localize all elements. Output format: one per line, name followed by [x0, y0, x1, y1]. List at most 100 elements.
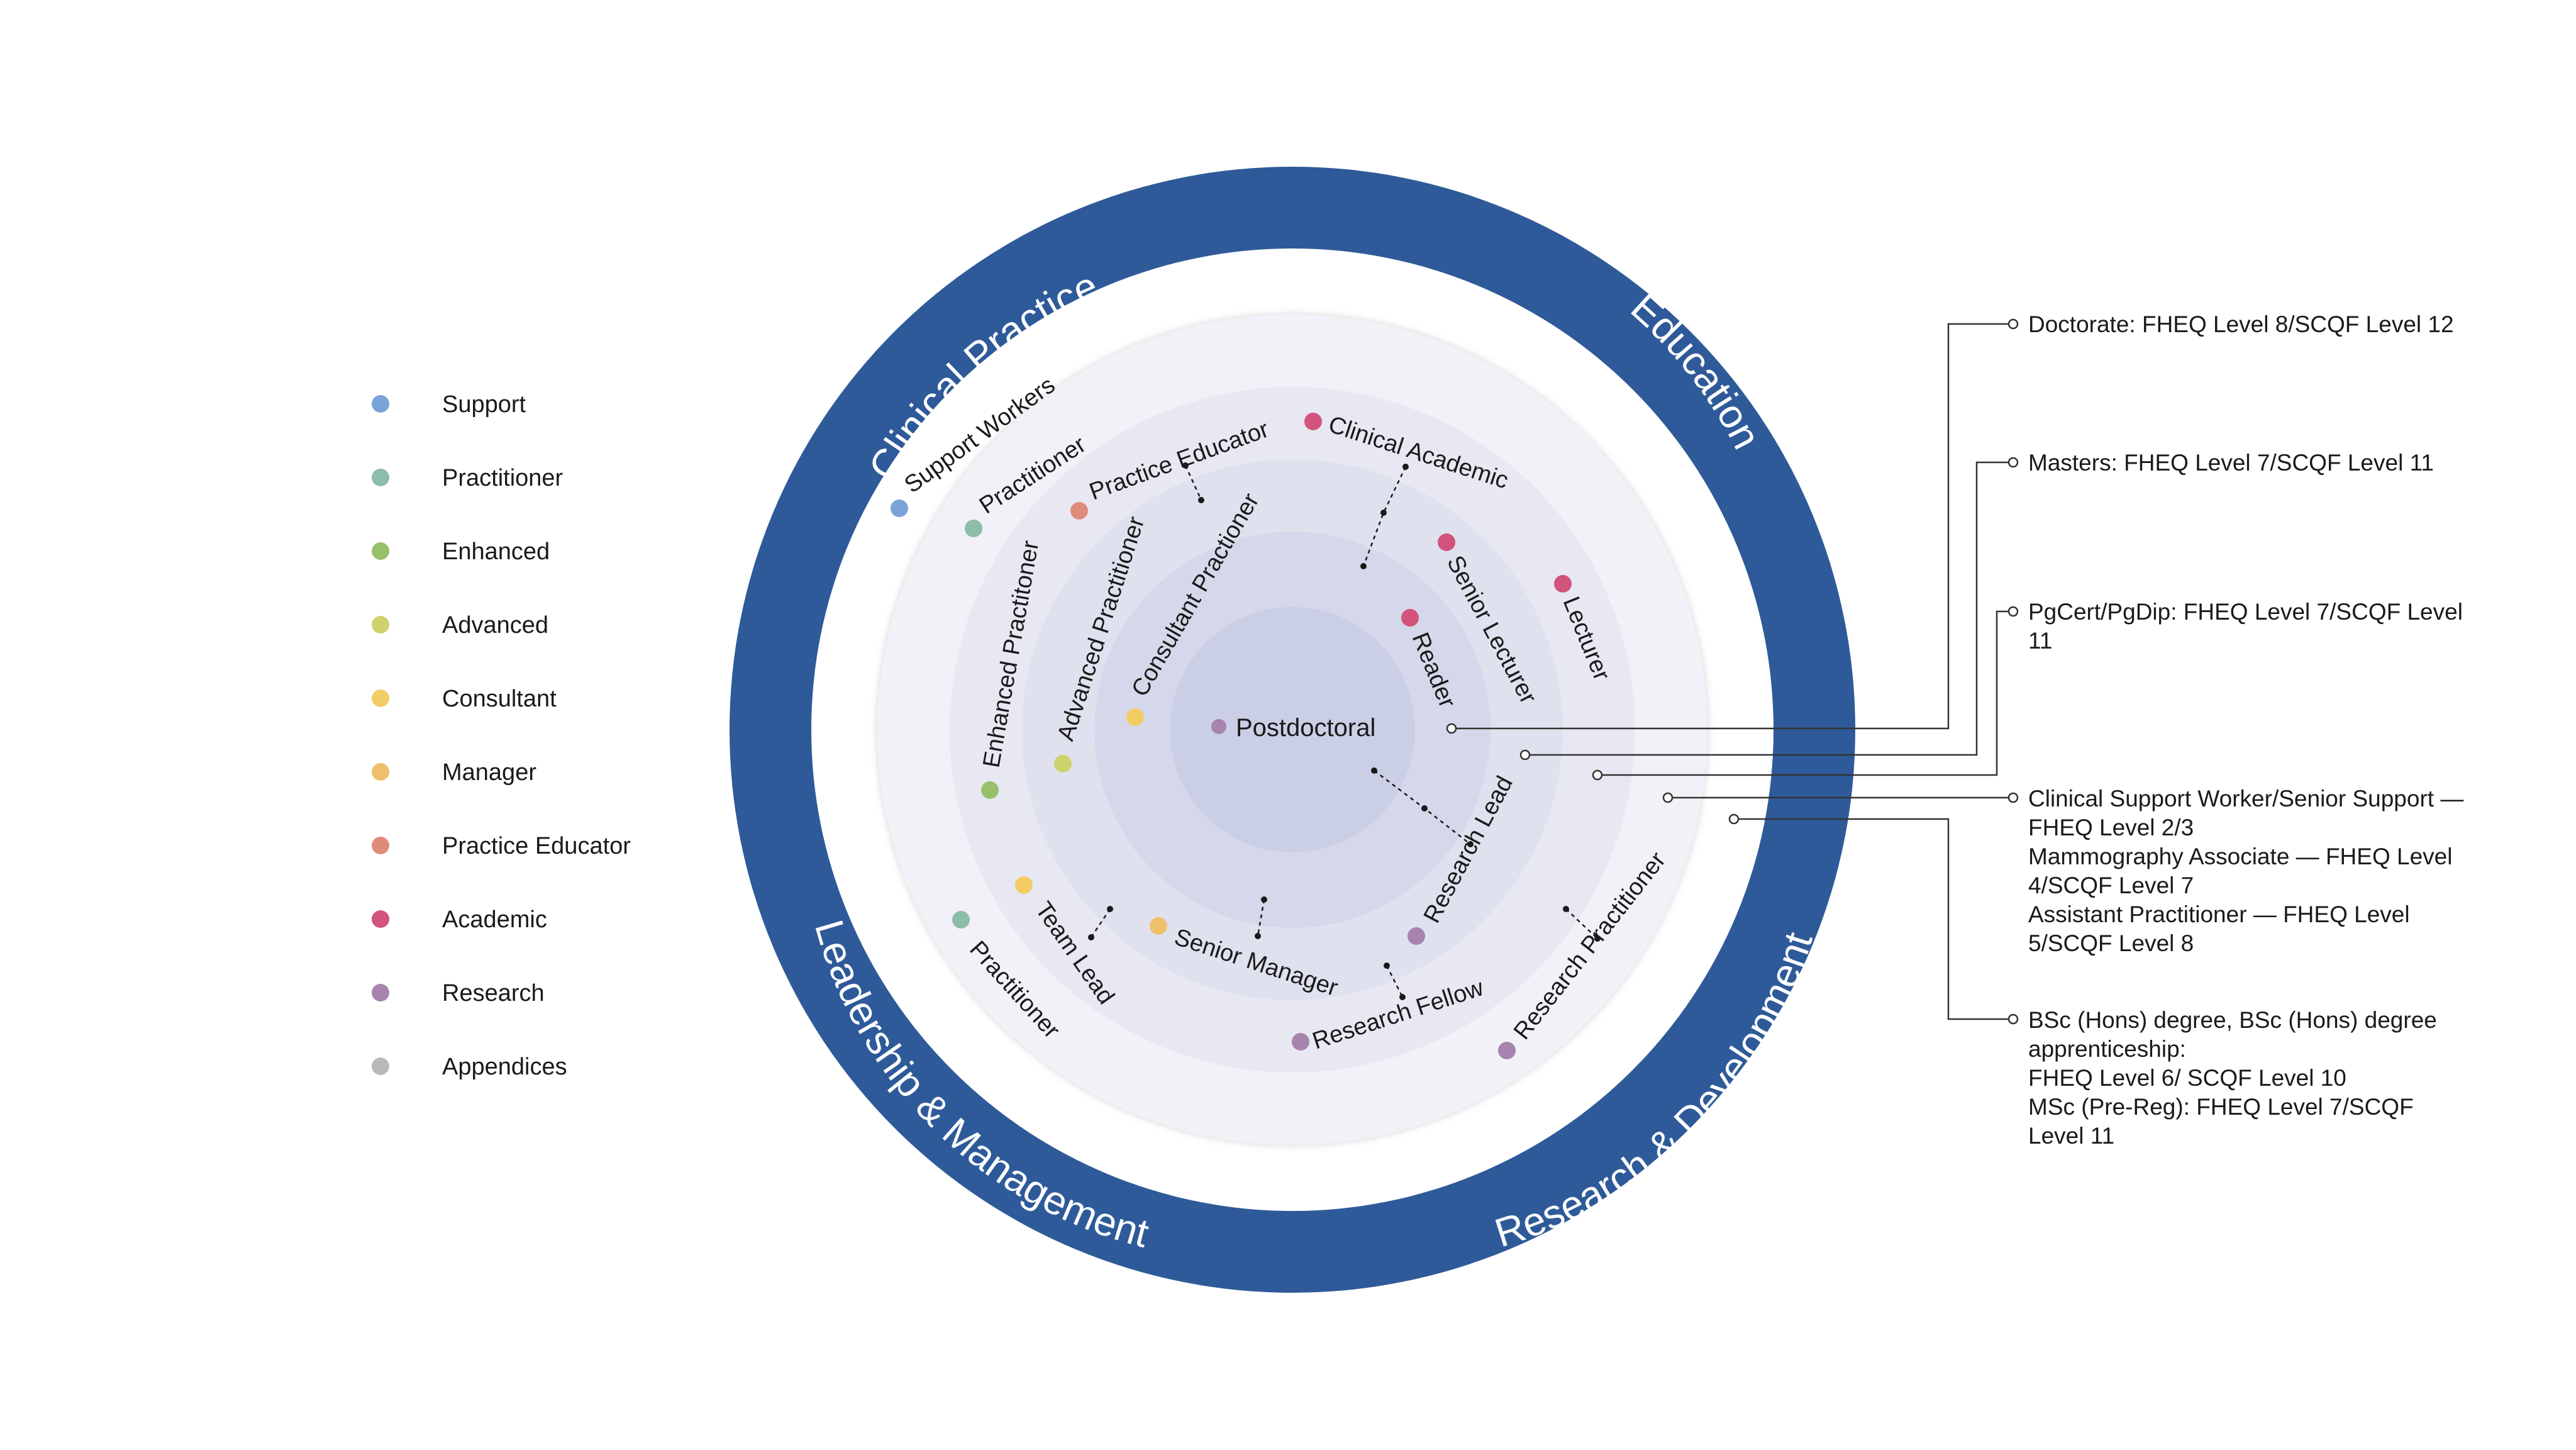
- leader-endpoint: [1446, 723, 1457, 734]
- leader-endpoint: [2007, 457, 2019, 468]
- connector-node: [1360, 563, 1367, 569]
- legend-dot-practitioner: [372, 469, 389, 486]
- qualification-line: 4/SCQF Level 7: [2028, 873, 2194, 898]
- legend-dot-research: [372, 984, 389, 1001]
- center-label: Postdoctoral: [1236, 714, 1375, 742]
- leader-endpoint: [1519, 749, 1531, 761]
- legend-dot-academic: [372, 910, 389, 928]
- qualification-line: Mammography Associate — FHEQ Level: [2028, 844, 2452, 869]
- connector-node: [1563, 906, 1569, 912]
- role-dot: [1126, 708, 1144, 726]
- role-dot: [1407, 927, 1425, 945]
- role-dot: [1070, 502, 1088, 520]
- connector-node: [1384, 962, 1390, 969]
- leader-line-doctorate: [1452, 323, 2009, 730]
- qualification-line: Level 11: [2028, 1123, 2114, 1149]
- connector-node: [1255, 933, 1261, 939]
- role-dot: [952, 911, 970, 929]
- legend-dot-practice-educator: [372, 837, 389, 854]
- qualification-line: apprenticeship:: [2028, 1036, 2186, 1062]
- qualification-line: 11: [2028, 628, 2052, 654]
- legend-dot-advanced: [372, 616, 389, 633]
- role-dot: [1150, 917, 1167, 935]
- role-dot: [1498, 1042, 1516, 1059]
- leader-endpoint: [2007, 606, 2019, 617]
- legend-label: Manager: [442, 759, 536, 786]
- role-dot: [1438, 533, 1455, 551]
- qualification-line: FHEQ Level 6/ SCQF Level 10: [2028, 1065, 2346, 1091]
- role-dot: [891, 499, 908, 517]
- qualification-line: Clinical Support Worker/Senior Support —: [2028, 786, 2463, 811]
- legend: SupportPractitionerEnhancedAdvancedConsu…: [372, 391, 631, 1080]
- connector-node: [1467, 841, 1474, 847]
- legend-dot-support: [372, 395, 389, 413]
- qualification-label: Clinical Support Worker/Senior Support —…: [2028, 786, 2463, 956]
- legend-dot-appendices: [372, 1057, 389, 1075]
- role-dot: [981, 781, 999, 799]
- qualification-line: MSc (Pre-Reg): FHEQ Level 7/SCQF: [2028, 1094, 2414, 1120]
- legend-dot-consultant: [372, 689, 389, 707]
- qualification-leader-endpoints: [1446, 318, 2019, 1025]
- ring-5: [1170, 607, 1415, 852]
- qualification-label: PgCert/PgDip: FHEQ Level 7/SCQF Level 11: [2028, 599, 2463, 654]
- legend-label: Enhanced: [442, 538, 550, 565]
- legend-label: Research: [442, 980, 545, 1007]
- qualification-line: Doctorate: FHEQ Level 8/SCQF Level 12: [2028, 311, 2454, 337]
- qualification-label: BSc (Hons) degree, BSc (Hons) degree appr…: [2028, 1007, 2437, 1149]
- legend-dot-manager: [372, 763, 389, 781]
- connector-node: [1107, 906, 1113, 912]
- qualification-label: Doctorate: FHEQ Level 8/SCQF Level 12: [2028, 311, 2454, 337]
- role-dot: [1015, 876, 1033, 894]
- connector-node: [1088, 934, 1094, 940]
- connector-nodes: [1088, 462, 1601, 1000]
- connector-node: [1261, 896, 1267, 903]
- role-dot: [1054, 755, 1072, 772]
- connector-node: [1399, 994, 1406, 1000]
- connector-node: [1421, 805, 1428, 811]
- connector-practice-educator: [1184, 465, 1202, 501]
- role-dot: [1304, 413, 1322, 430]
- connector-node: [1594, 935, 1601, 942]
- leader-endpoint: [1662, 792, 1674, 803]
- connector-node: [1198, 497, 1204, 503]
- legend-dot-enhanced: [372, 542, 389, 560]
- connector-node: [1380, 510, 1387, 516]
- qualification-line: 5/SCQF Level 8: [2028, 930, 2194, 956]
- legend-label: Academic: [442, 906, 547, 933]
- connector-research-fellow: [1385, 965, 1404, 998]
- legend-label: Consultant: [442, 686, 557, 712]
- leader-endpoint: [2007, 792, 2019, 803]
- connector-clinical-academic: [1362, 466, 1407, 567]
- role-dot: [1554, 575, 1572, 593]
- connector-node: [1182, 462, 1189, 469]
- role-dot: [1401, 609, 1419, 627]
- role-dot: [965, 520, 982, 537]
- qualification-line: Assistant Practitioner — FHEQ Level: [2028, 901, 2410, 927]
- legend-label: Appendices: [442, 1054, 567, 1080]
- leader-endpoint: [2007, 318, 2019, 330]
- connector-node: [1402, 464, 1409, 470]
- center-node: Postdoctoral: [1211, 714, 1375, 742]
- qualification-line: PgCert/PgDip: FHEQ Level 7/SCQF Level: [2028, 599, 2463, 625]
- qualification-line: BSc (Hons) degree, BSc (Hons) degree: [2028, 1007, 2437, 1033]
- leader-line-bsc: [1734, 818, 2009, 1020]
- leader-endpoint: [1728, 813, 1740, 825]
- qualification-label: Masters: FHEQ Level 7/SCQF Level 11: [2028, 450, 2434, 476]
- connector-node: [1371, 767, 1377, 774]
- leader-endpoint: [1592, 769, 1603, 781]
- leader-line-masters: [1525, 461, 2009, 756]
- legend-label: Advanced: [442, 612, 548, 639]
- connector-senior-manager: [1257, 899, 1265, 937]
- qualification-line: FHEQ Level 2/3: [2028, 815, 2194, 840]
- connector-team-lead: [1090, 908, 1111, 938]
- qualification-line: Masters: FHEQ Level 7/SCQF Level 11: [2028, 450, 2434, 476]
- legend-label: Support: [442, 391, 526, 418]
- level-rings: [877, 315, 1707, 1145]
- legend-label: Practitioner: [442, 465, 564, 491]
- center-dot: [1211, 719, 1226, 734]
- qualification-labels: Doctorate: FHEQ Level 8/SCQF Level 12 Mas…: [2028, 311, 2463, 1149]
- role-dot: [1292, 1033, 1309, 1051]
- legend-label: Practice Educator: [442, 833, 631, 859]
- leader-line-pgcert: [1597, 610, 2009, 776]
- leader-endpoint: [2007, 1013, 2019, 1025]
